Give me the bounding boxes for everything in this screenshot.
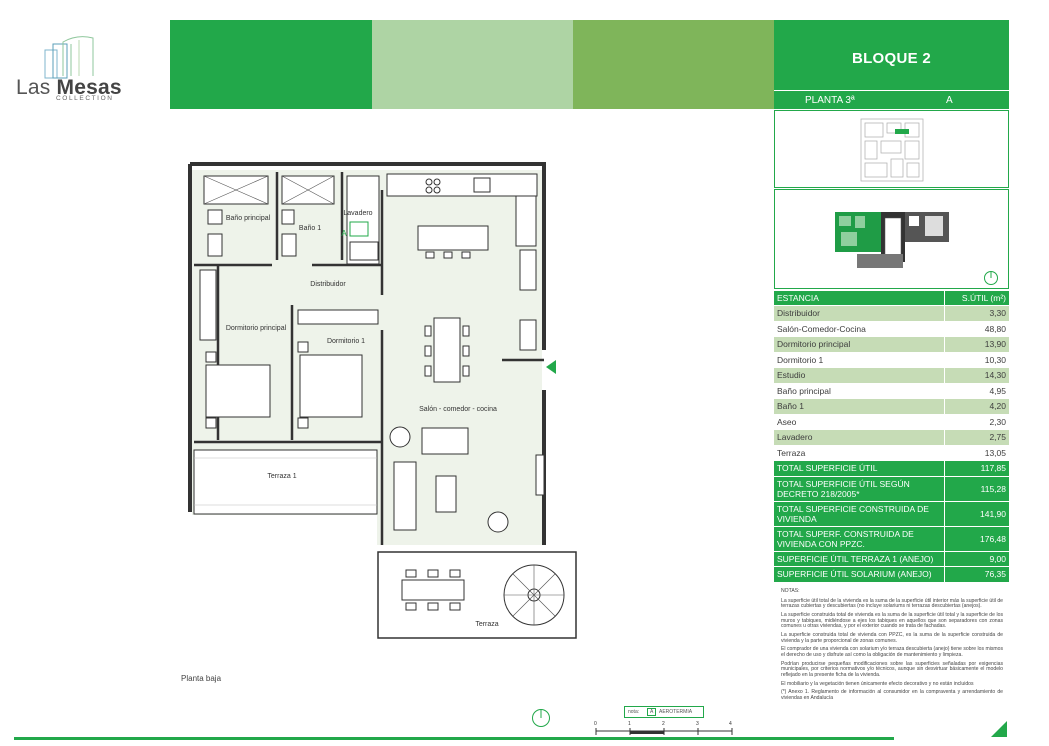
north-compass-icon <box>532 709 550 727</box>
floor-plan: Baño principal Baño 1 Lavadero Distribui… <box>188 162 577 639</box>
north-compass-icon <box>984 271 998 285</box>
note-item: La superficie construida total de vivien… <box>781 631 1003 644</box>
brand-name: Las Mesas <box>16 76 122 99</box>
room-lavadero: Lavadero <box>343 210 372 217</box>
plan-unit-letter: A <box>341 229 347 238</box>
plan-caption: Planta baja <box>181 674 222 683</box>
note-item: (*) Anexo 1. Reglamento de información a… <box>781 689 1003 702</box>
planta-label: PLANTA 3ª <box>805 95 855 106</box>
room-bano-principal: Baño principal <box>226 215 271 222</box>
room-terraza: Terraza <box>475 621 498 628</box>
floor-keyplan-icon <box>835 212 949 268</box>
note-item: El comprador de una vivienda con solariu… <box>781 646 1003 658</box>
scale-bar: 0 1 2 3 4 <box>594 721 734 741</box>
corner-triangle-icon <box>991 721 1007 737</box>
room-dormitorio1: Dormitorio 1 <box>327 338 365 345</box>
notes-title: NOTAS: <box>781 588 800 594</box>
room-terraza1: Terraza 1 <box>267 473 296 480</box>
header-band-light <box>372 20 573 109</box>
header-band-title <box>774 20 1009 109</box>
room-dormitorio-principal: Dormitorio principal <box>226 325 287 332</box>
legend-aerotermia: nota: A AEROTERMIA <box>624 706 704 718</box>
total-row: SUPERFICIE ÚTIL SOLARIUM (ANEJO)76,35 <box>774 566 1009 583</box>
header-band-green <box>170 20 372 109</box>
note-item: La superficie construida total de vivien… <box>781 611 1003 630</box>
notes-block: NOTAS: La superficie útil total de la vi… <box>781 588 1003 705</box>
note-item: La superficie útil total de la vivienda … <box>781 597 1003 610</box>
note-item: El mobiliario y la vegetación tienen úni… <box>781 680 974 687</box>
total-row: TOTAL SUPERF. CONSTRUIDA DE VIVIENDA CON… <box>774 526 1009 552</box>
building-keyplan <box>774 110 1009 188</box>
bloque-title: BLOQUE 2 <box>851 50 932 67</box>
total-row: SUPERFICIE ÚTIL TERRAZA 1 (ANEJO)9,00 <box>774 551 1009 567</box>
planta-bar: PLANTA 3ª A <box>774 90 1009 110</box>
brand-logo-icon <box>44 36 94 79</box>
room-distribuidor: Distribuidor <box>310 281 346 288</box>
floor-keyplan <box>774 189 1009 289</box>
note-item: Podrían producirse pequeñas modificacion… <box>781 660 1003 678</box>
brand-sub: COLLECTION <box>56 95 114 102</box>
header-band-mid <box>573 20 774 109</box>
bottom-rule <box>14 737 894 740</box>
room-salon: Salón - comedor - cocina <box>419 406 497 413</box>
unit-letter: A <box>946 95 953 106</box>
total-row: TOTAL SUPERFICIE ÚTIL SEGÚN DECRETO 218/… <box>774 476 1009 502</box>
keyplan-icon <box>860 118 924 182</box>
room-bano1: Baño 1 <box>299 225 321 232</box>
